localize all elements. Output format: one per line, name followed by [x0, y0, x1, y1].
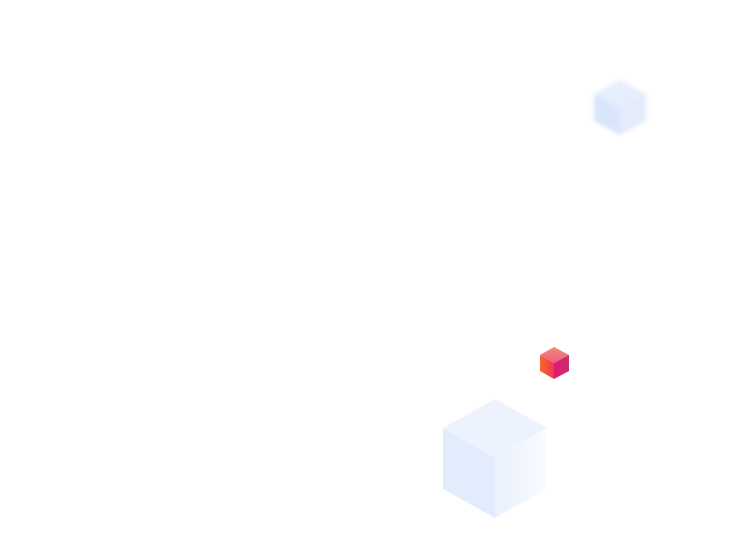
blurred-cube [594, 80, 646, 135]
small-cube [540, 347, 569, 379]
large-cube [443, 399, 547, 518]
